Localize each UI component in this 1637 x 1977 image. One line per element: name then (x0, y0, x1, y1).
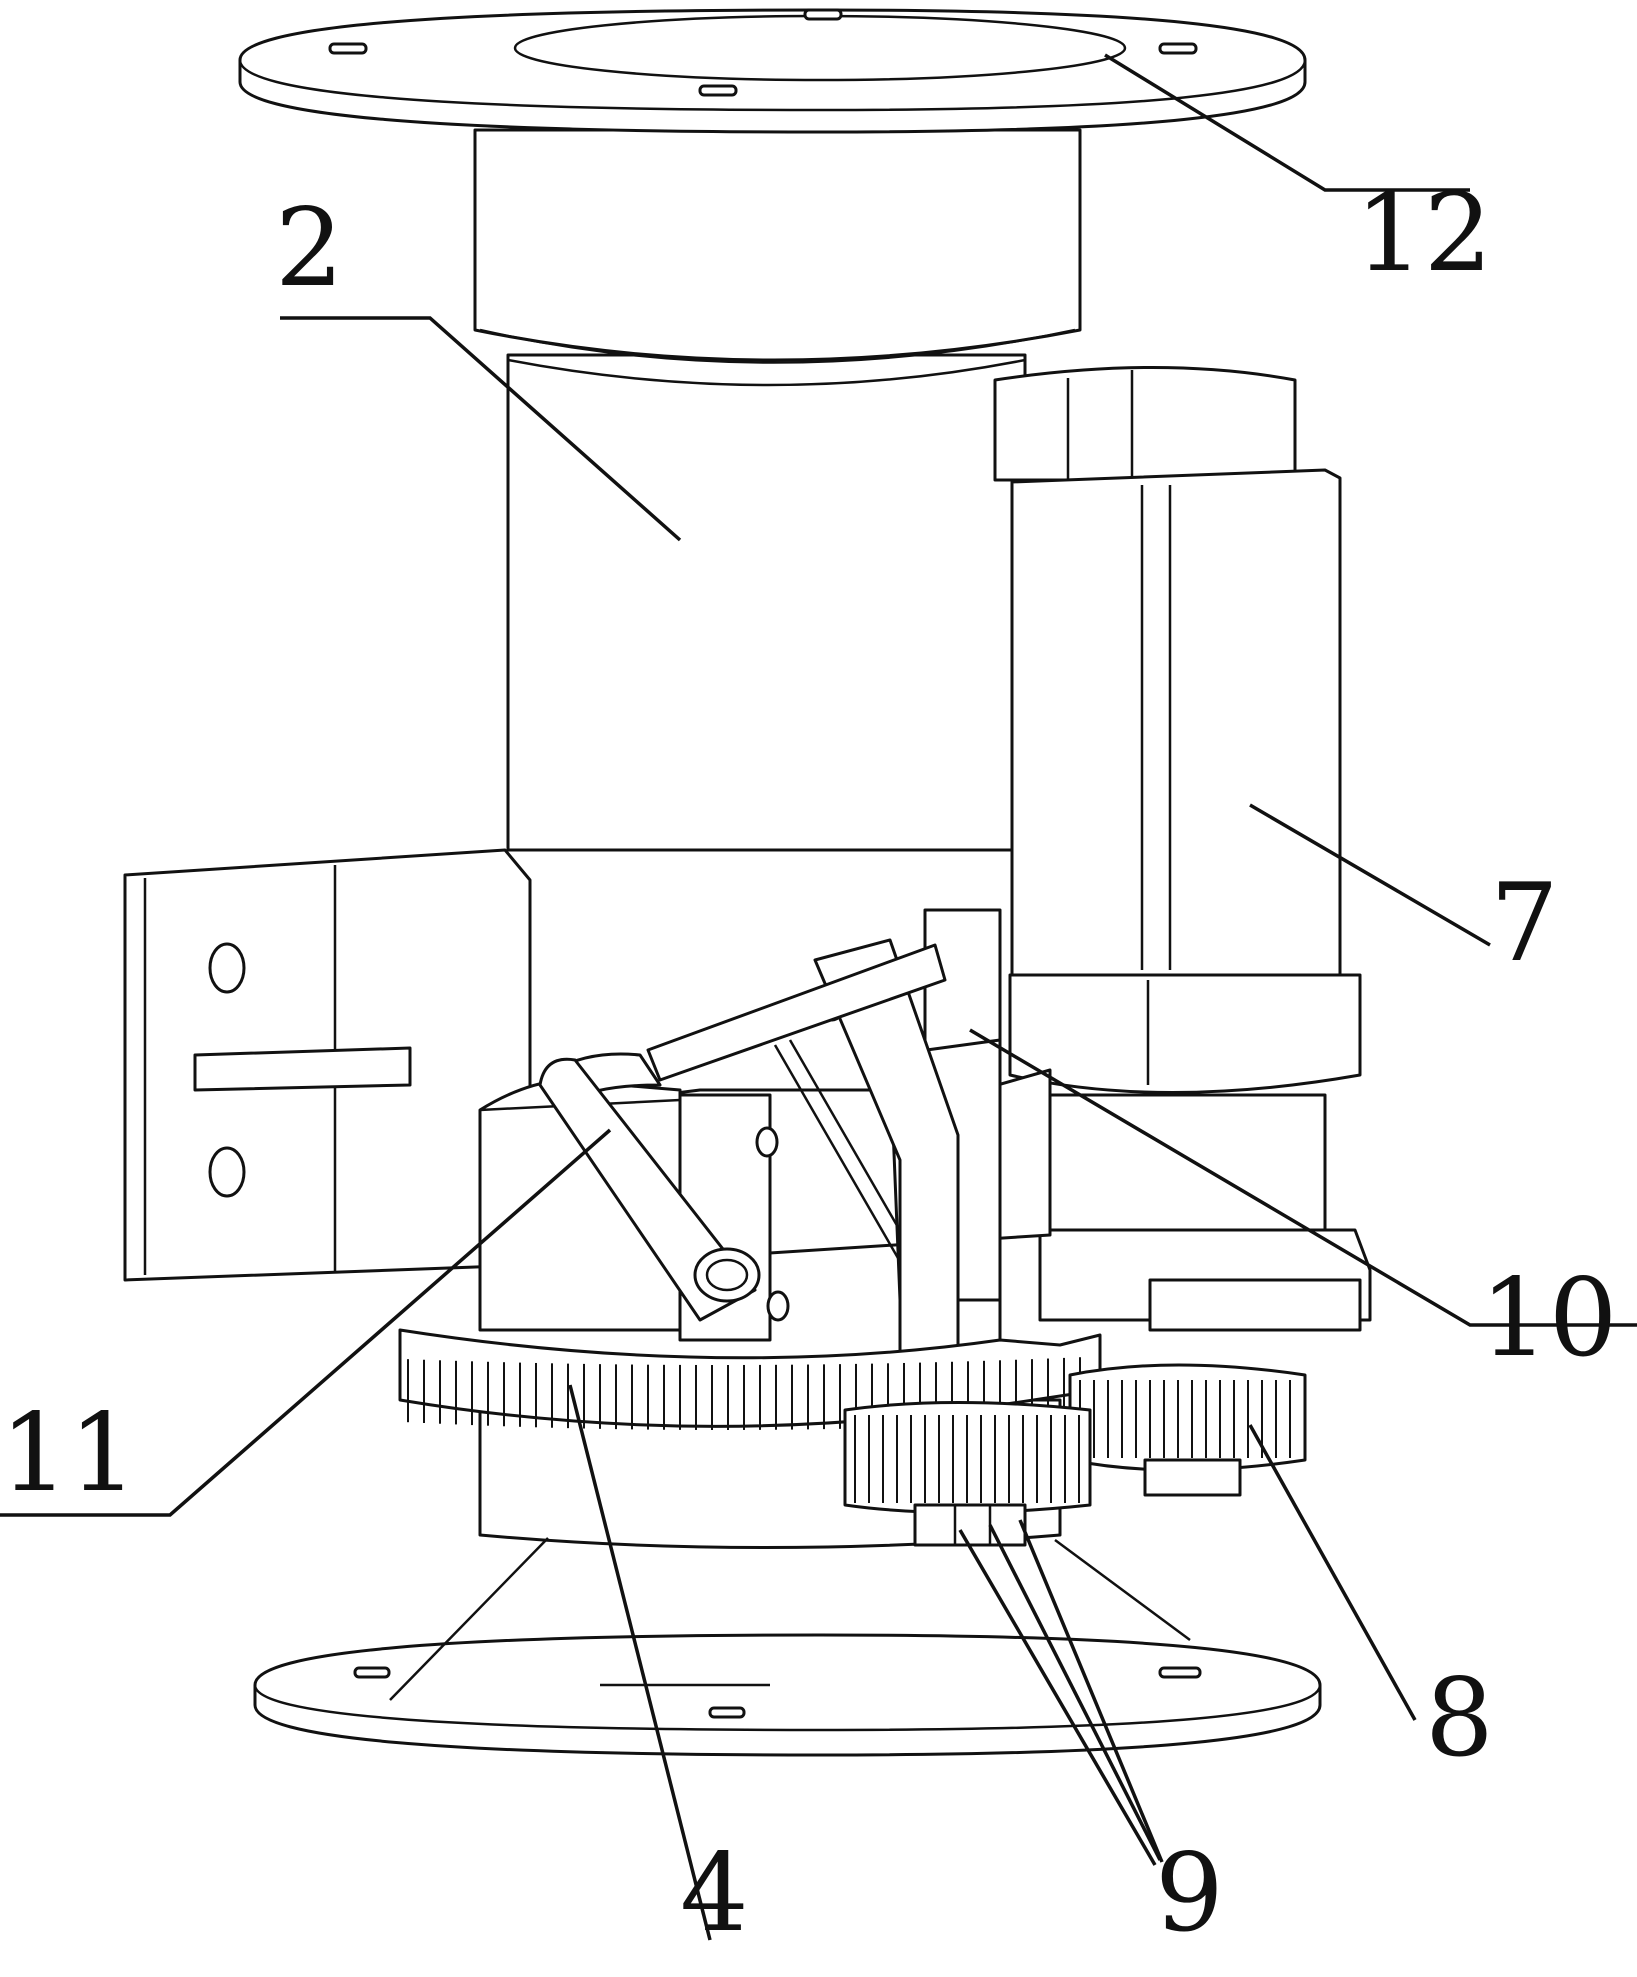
leader-2 (280, 316, 682, 542)
callout-10: 10 (1480, 1256, 1618, 1381)
pinion-gear-middle (843, 1401, 1092, 1547)
leader-8 (1248, 1424, 1417, 1721)
leader-10 (969, 1028, 1637, 1327)
callout-11: 11 (0, 1391, 138, 1516)
callout-8: 8 (1425, 1656, 1494, 1781)
leader-12 (1104, 53, 1470, 192)
callout-2: 2 (275, 186, 344, 311)
callout-7: 7 (1490, 861, 1559, 986)
callout-9: 9 (1155, 1831, 1224, 1956)
pipe-body (473, 128, 1082, 852)
callout-4: 4 (680, 1831, 749, 1956)
mounting-bracket (123, 848, 532, 1282)
handle (538, 943, 947, 1322)
callout-12: 12 (1355, 171, 1493, 296)
leader-4 (568, 1384, 712, 1941)
motor-mount-plate (1038, 1228, 1372, 1332)
leader-9a (958, 1529, 1157, 1866)
motor (993, 366, 1362, 1232)
small-gear-right (1068, 1363, 1307, 1497)
leader-11 (0, 1128, 612, 1517)
bottom-flange (253, 1633, 1322, 1757)
leader-7 (1249, 803, 1491, 947)
lever-plate (773, 908, 1002, 1407)
leader-9b (988, 1524, 1162, 1861)
top-flange (238, 8, 1307, 134)
leader-9c (1018, 1519, 1164, 1863)
leader-lines (0, 53, 1637, 1941)
